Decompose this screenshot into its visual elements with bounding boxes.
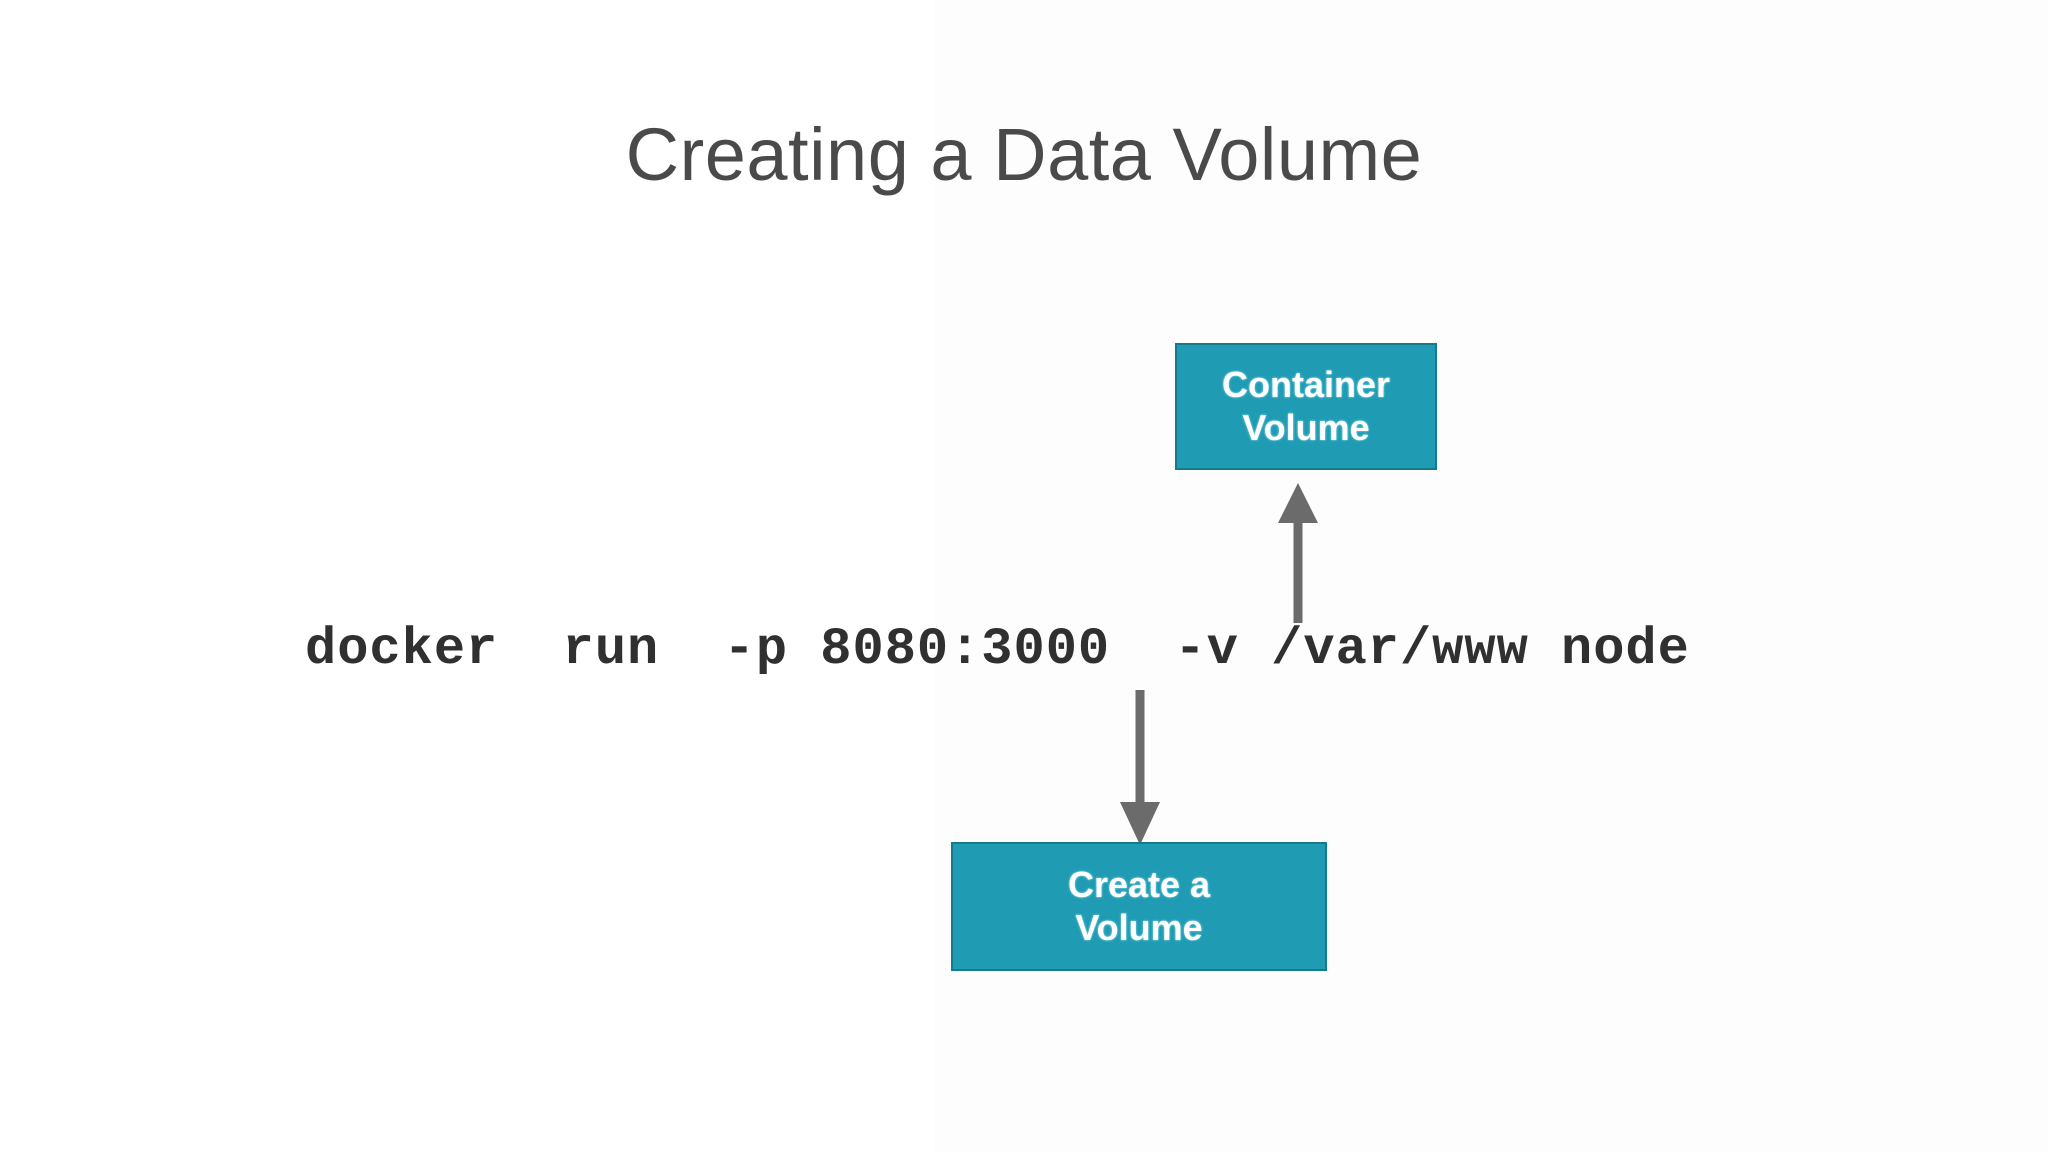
docker-command-text: docker run -p 8080:3000 -v /var/www node [305, 620, 1690, 679]
arrow-down-icon [1120, 690, 1160, 845]
arrow-up-icon [1278, 483, 1318, 623]
create-volume-label: Create a Volume [1067, 864, 1211, 948]
page-title: Creating a Data Volume [625, 113, 1423, 196]
container-volume-label: Container Volume [1221, 364, 1390, 448]
create-volume-box: Create a Volume [951, 842, 1327, 971]
container-volume-box: Container Volume [1175, 343, 1437, 470]
